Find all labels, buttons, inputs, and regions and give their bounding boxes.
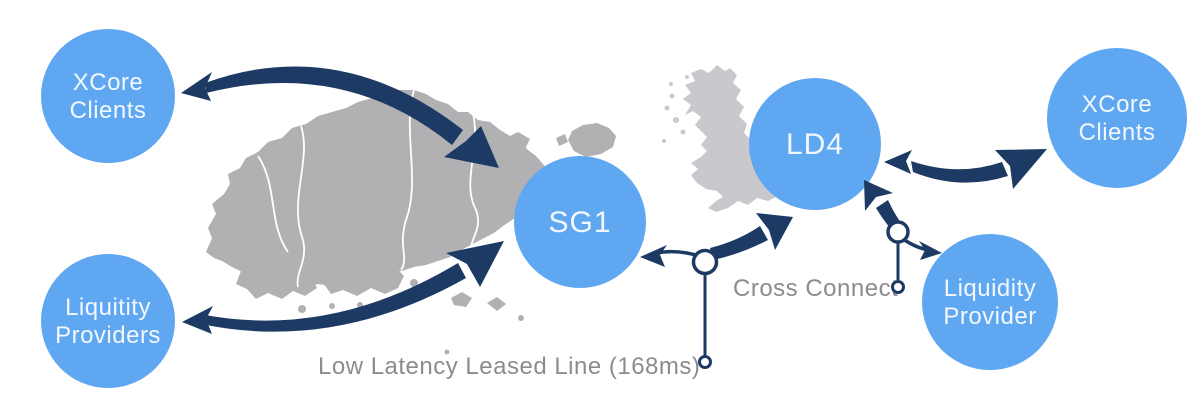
cross-connect-endcap [891, 280, 905, 294]
cross-connect-label: Cross Connect [733, 275, 898, 302]
singapore-island [451, 292, 472, 307]
arrowhead-icon [181, 72, 212, 101]
junction-node-leased-line [691, 248, 719, 276]
singapore-islet [556, 134, 568, 146]
node-label: Providers [55, 322, 161, 349]
arrow-xcore-left-sg1 [181, 66, 499, 168]
node-label: Clients [70, 97, 147, 124]
uk-islet [669, 82, 673, 86]
arrow-body [205, 66, 463, 145]
node-label: Provider [943, 303, 1036, 330]
arrowhead-icon [756, 213, 793, 250]
node-liquidity-provider [922, 234, 1058, 370]
leased-line-endcap [698, 355, 712, 369]
arrow-body [876, 200, 899, 228]
node-label: SG1 [548, 206, 611, 239]
node-xcore-clients-right [1047, 48, 1187, 188]
uk-islet [680, 129, 686, 135]
node-sg1 [514, 156, 646, 288]
arrowhead-icon [444, 126, 499, 168]
arrow-liquitity-sg1 [182, 241, 504, 334]
singapore-islet [518, 315, 524, 321]
singapore-islet [298, 305, 306, 313]
arrow-junction-ld4 [710, 213, 793, 260]
arrowhead-icon [995, 149, 1047, 189]
arrow-ld4-xcore-right [884, 149, 1047, 189]
node-label: XCore [73, 69, 144, 96]
leased-line-label: Low Latency Leased Line (168ms) [318, 353, 700, 380]
uk-islet [662, 139, 666, 143]
uk-islet [685, 75, 689, 79]
singapore-mainland [206, 90, 553, 288]
singapore-island [480, 132, 530, 152]
arrow-body [710, 226, 768, 260]
arrow-crossconnect-ld4 [864, 180, 899, 228]
singapore-island [568, 123, 616, 157]
arrowhead-icon [864, 180, 893, 211]
singapore-island [323, 261, 404, 296]
singapore-islet [329, 303, 335, 309]
arrowhead-icon [919, 241, 942, 260]
node-label: Liquitity [65, 294, 151, 321]
singapore-island [487, 297, 506, 311]
singapore-islet [444, 349, 450, 355]
uk-islet [673, 117, 679, 123]
region-border [296, 125, 305, 288]
arrowhead-icon [640, 245, 667, 267]
singapore-islet [410, 279, 418, 287]
uk-islet [669, 93, 675, 99]
region-border [400, 89, 415, 271]
node-label: XCore [1082, 91, 1153, 118]
node-label: LD4 [786, 128, 844, 161]
arrow-body [200, 263, 466, 332]
node-ld4 [749, 78, 881, 210]
arrowhead-icon [884, 150, 912, 174]
arrow-body [911, 161, 1008, 183]
node-label: Liquidity [944, 275, 1037, 302]
arrowhead-icon [182, 306, 213, 334]
uk-islet [664, 105, 670, 111]
node-xcore-clients-left [41, 29, 175, 163]
arrowhead-icon [446, 241, 504, 287]
region-border [257, 155, 289, 253]
arrow-crossconnect-liquidity [902, 237, 942, 260]
node-label: Clients [1079, 119, 1156, 146]
singapore-map [206, 89, 616, 355]
junction-node-cross-connect [886, 220, 910, 244]
node-liquitity-providers [41, 254, 175, 388]
